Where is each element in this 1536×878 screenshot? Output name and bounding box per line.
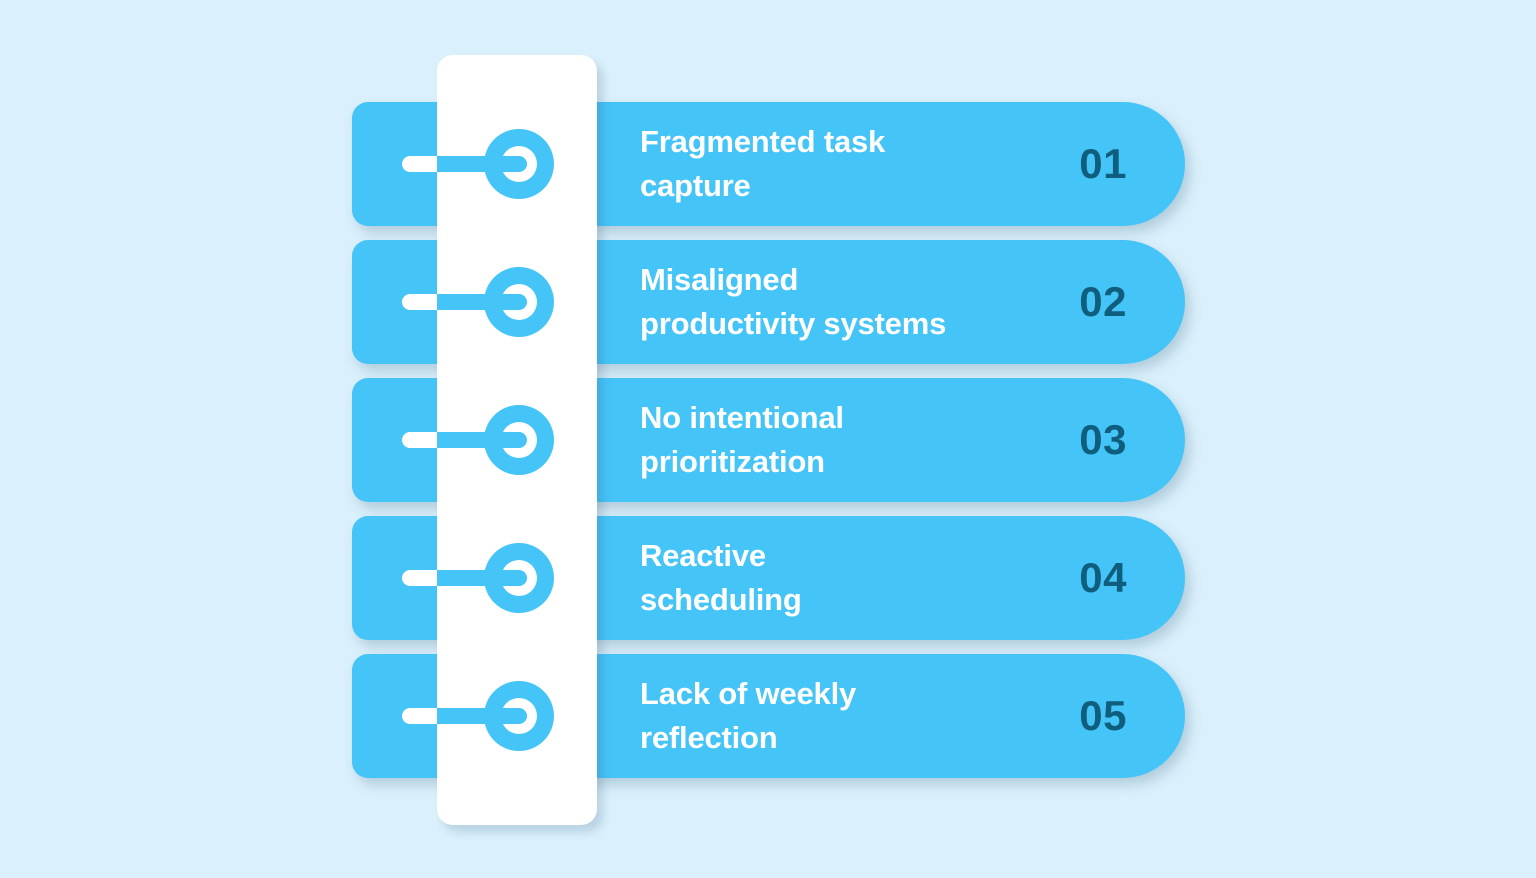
list-item-label: No intentional prioritization	[640, 378, 1070, 502]
list-item-number: 03	[1079, 416, 1127, 463]
list-item-number: 02	[1079, 278, 1127, 325]
list-item-number: 01	[1079, 140, 1127, 187]
list-item-label: Fragmented task capture	[640, 102, 1070, 226]
list-item-label-line2: productivity systems	[640, 306, 947, 341]
list-item-label: Lack of weekly reflection	[640, 654, 1070, 778]
list-item-number: 04	[1079, 554, 1127, 601]
list-item-label-line1: Reactive	[640, 538, 766, 573]
list-item-label-line2: reflection	[640, 720, 778, 755]
list-item-label-line1: Lack of weekly	[640, 676, 857, 711]
list-item-label-line2: capture	[640, 168, 751, 203]
list-item-label-line1: No intentional	[640, 400, 844, 435]
list-item-label-line2: prioritization	[640, 444, 825, 479]
list-item-label-line1: Fragmented task	[640, 124, 886, 159]
list-item-number: 05	[1079, 692, 1127, 739]
list-item-label-line2: scheduling	[640, 582, 802, 617]
list-item-label: Misaligned productivity systems	[640, 240, 1070, 364]
list-item-label-line1: Misaligned	[640, 262, 799, 297]
list-item-label: Reactive scheduling	[640, 516, 1070, 640]
center-panel	[437, 55, 597, 825]
